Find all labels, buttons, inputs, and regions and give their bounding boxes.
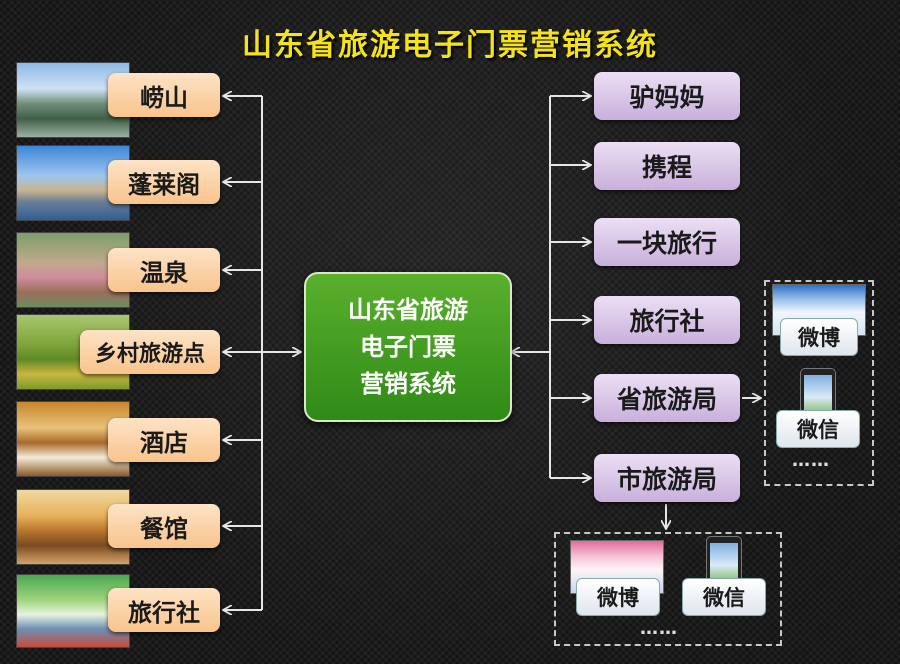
city-weibo-label: 微博 — [576, 578, 660, 616]
province-weibo-label: 微博 — [780, 318, 858, 356]
center-line-1: 山东省旅游 — [348, 292, 468, 329]
province-more-ellipsis: …… — [792, 450, 830, 471]
right-node-shengju: 省旅游局 — [594, 374, 740, 422]
left-node-penglaige: 蓬莱阁 — [108, 160, 220, 204]
right-node-shiju: 市旅游局 — [594, 454, 740, 502]
left-node-lvxingshe: 旅行社 — [108, 588, 220, 632]
right-node-lvmama: 驴妈妈 — [594, 72, 740, 120]
center-system-node: 山东省旅游 电子门票 营销系统 — [304, 272, 512, 422]
right-node-xiecheng: 携程 — [594, 142, 740, 190]
city-more-ellipsis: …… — [640, 618, 678, 639]
right-node-yikuai: 一块旅行 — [594, 218, 740, 266]
left-node-xiangcun: 乡村旅游点 — [80, 330, 220, 374]
left-node-wenquan: 温泉 — [108, 248, 220, 292]
left-node-laoshan: 崂山 — [108, 73, 220, 117]
province-weixin-label: 微信 — [776, 410, 860, 448]
left-node-canguan: 餐馆 — [108, 504, 220, 548]
center-line-2: 电子门票 — [360, 329, 456, 366]
right-node-lvxingshe: 旅行社 — [594, 296, 740, 344]
city-weixin-label: 微信 — [682, 578, 766, 616]
left-node-jiudian: 酒店 — [108, 418, 220, 462]
center-line-3: 营销系统 — [360, 366, 456, 403]
